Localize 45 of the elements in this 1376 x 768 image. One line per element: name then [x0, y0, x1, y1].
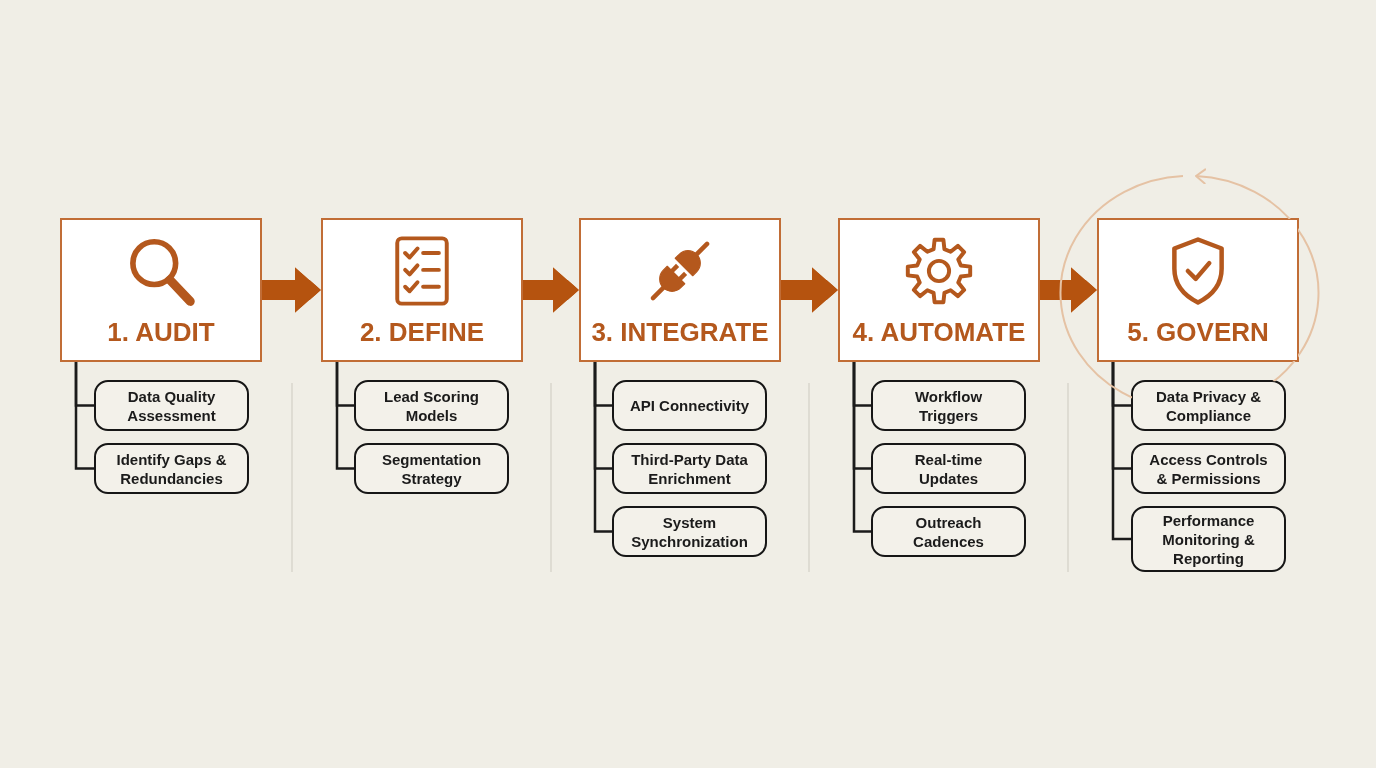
task-box: [94, 380, 249, 431]
arrow: [262, 267, 321, 313]
tree-connector: [852, 362, 871, 533]
arrow: [1040, 267, 1097, 313]
tree-connector: [335, 362, 354, 470]
task-label: Access Controls & Permissions: [1148, 449, 1269, 488]
stage-title: 2. DEFINE: [358, 317, 486, 347]
task-box: [94, 443, 249, 494]
task-label: API Connectivity: [629, 396, 750, 415]
task-label: Data Quality Assessment: [126, 386, 217, 425]
task-label: Segmentation Strategy: [380, 449, 483, 488]
task-label: Outreach Cadences: [912, 512, 985, 551]
task-box: [871, 443, 1026, 494]
stage-title: 4. AUTOMATE: [851, 317, 1027, 347]
stage-box: [579, 218, 781, 362]
arrow: [781, 267, 838, 313]
task-label: System Synchronization: [630, 512, 749, 551]
stage-box: [321, 218, 523, 362]
stage-title: 5. GOVERN: [1126, 317, 1270, 347]
tree-connector: [1111, 362, 1131, 541]
stage-box: [838, 218, 1040, 362]
task-label: Lead Scoring Models: [383, 386, 480, 425]
arrow: [523, 267, 579, 313]
task-label: Third-Party Data Enrichment: [630, 449, 749, 488]
task-box: [612, 443, 767, 494]
task-label: Data Privacy & Compliance: [1154, 386, 1263, 425]
task-box: [1131, 380, 1286, 431]
task-box: [871, 380, 1026, 431]
task-box: [354, 380, 509, 431]
task-box: [1131, 506, 1286, 572]
stage-title: 3. INTEGRATE: [590, 317, 770, 347]
task-label: Workflow Triggers: [913, 386, 984, 425]
stage-box: [60, 218, 262, 362]
stage-box: [1097, 218, 1299, 362]
task-box: [1131, 443, 1286, 494]
task-label: Identify Gaps & Redundancies: [115, 449, 228, 488]
task-label: Performance Monitoring & Reporting: [1161, 510, 1256, 568]
task-box: [612, 506, 767, 557]
task-box: [871, 506, 1026, 557]
task-box: [354, 443, 509, 494]
stage-title: 1. AUDIT: [106, 317, 216, 347]
task-box: [612, 380, 767, 431]
task-label: Real-time Updates: [913, 449, 984, 488]
tree-connector: [74, 362, 94, 470]
tree-connector: [593, 362, 612, 533]
